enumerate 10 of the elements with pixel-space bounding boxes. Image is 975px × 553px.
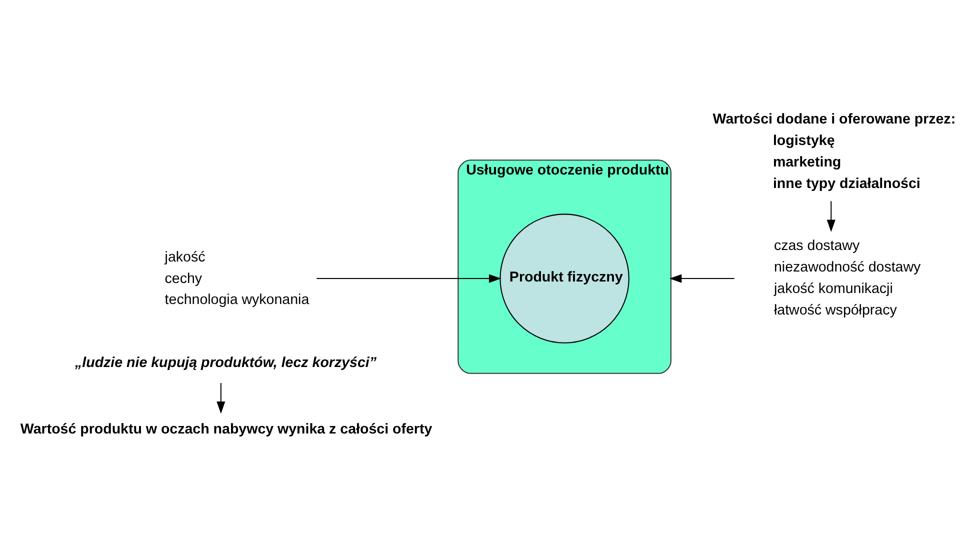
node-text: jakość cechy technologia wykonania bbox=[164, 248, 310, 308]
node-text: Wartości dodane i oferowane przez: logistykę marketing inne typy działalności bbox=[712, 111, 956, 192]
node-text: czas dostawy niezawodność dostawy jakość komunikacji łatwość współpracy bbox=[774, 238, 921, 318]
arrow bbox=[216, 382, 226, 414]
node-circle: Produkt fizyczny bbox=[500, 213, 630, 343]
node-text: „ludzie nie kupują produktów, lecz korzyści” bbox=[75, 354, 377, 370]
arrow bbox=[316, 274, 502, 282]
arrow bbox=[826, 200, 836, 232]
arrow bbox=[669, 274, 734, 282]
node-text: Wartość produktu w oczach nabywcy wynika z całości oferty bbox=[20, 420, 432, 437]
